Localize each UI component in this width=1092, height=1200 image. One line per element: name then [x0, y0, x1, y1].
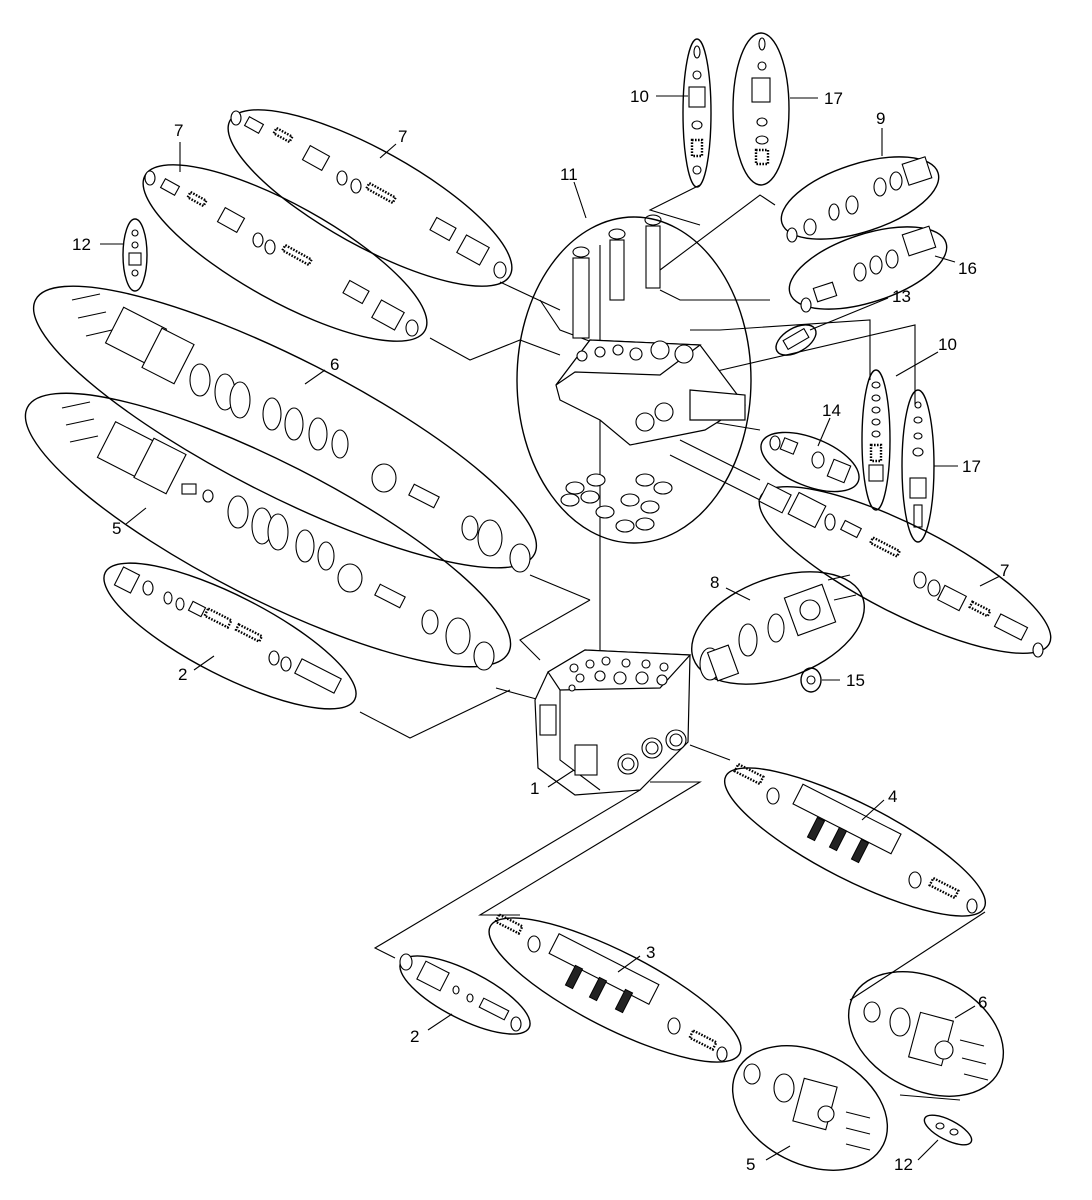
part-group-2-upper	[103, 562, 357, 710]
callout-2-lower: 2	[410, 1027, 419, 1046]
part-group-2-lower	[399, 953, 531, 1035]
part-group-17-top	[732, 32, 790, 186]
callout-8: 8	[710, 573, 719, 592]
part-group-7-right	[758, 482, 1052, 658]
part-group-4	[723, 762, 987, 917]
callout-12-top: 12	[72, 235, 91, 254]
callout-11: 11	[560, 165, 578, 184]
callout-12-lower: 12	[894, 1155, 913, 1174]
part-group-3	[488, 912, 742, 1063]
part-group-12-lower	[923, 1114, 973, 1146]
callout-5-lower: 5	[746, 1155, 755, 1174]
callout-5-upper: 5	[112, 519, 121, 538]
callout-7-right: 7	[1000, 561, 1009, 580]
callout-10-right: 10	[938, 335, 957, 354]
callout-1: 1	[530, 779, 539, 798]
callout-13: 13	[892, 287, 911, 306]
part-group-14	[760, 431, 860, 493]
callout-7-lower-left: 7	[174, 121, 183, 140]
callout-17-right: 17	[962, 457, 981, 476]
callout-17-top: 17	[824, 89, 843, 108]
callout-labels: 1 2 2 3 4 5 5 6 6 7 7 7 8 9 10 10 11 12 …	[72, 87, 1009, 1174]
callout-14: 14	[822, 401, 841, 420]
section-valve-body	[555, 214, 746, 446]
part-group-16	[788, 225, 948, 313]
callout-6-lower: 6	[978, 993, 987, 1012]
callout-4: 4	[888, 787, 897, 806]
part-group-10-top	[682, 38, 712, 188]
callout-7-upper: 7	[398, 127, 407, 146]
part-group-15	[800, 667, 822, 693]
part-group-17-right	[901, 389, 935, 543]
part-group-9	[780, 156, 940, 243]
callout-6-upper: 6	[330, 355, 339, 374]
part-group-11	[516, 216, 752, 544]
part-group-5-lower	[731, 1045, 889, 1171]
callout-leaders	[100, 95, 1001, 1161]
part-group-5-upper	[24, 392, 512, 671]
part-group-7-lower	[142, 164, 428, 342]
part-group-13	[775, 324, 817, 356]
part-group-6-upper	[32, 285, 538, 573]
callout-15: 15	[846, 671, 865, 690]
callout-16: 16	[958, 259, 977, 278]
part-group-10-right	[861, 369, 891, 511]
main-valve-body	[534, 649, 692, 796]
part-group-8	[691, 571, 865, 685]
callout-3: 3	[646, 943, 655, 962]
callout-10-top: 10	[630, 87, 649, 106]
part-group-7-upper	[227, 109, 513, 287]
callout-9: 9	[876, 109, 885, 128]
part-group-6-lower	[847, 971, 1005, 1097]
part-group-12-top	[122, 218, 148, 292]
callout-2-upper: 2	[178, 665, 187, 684]
